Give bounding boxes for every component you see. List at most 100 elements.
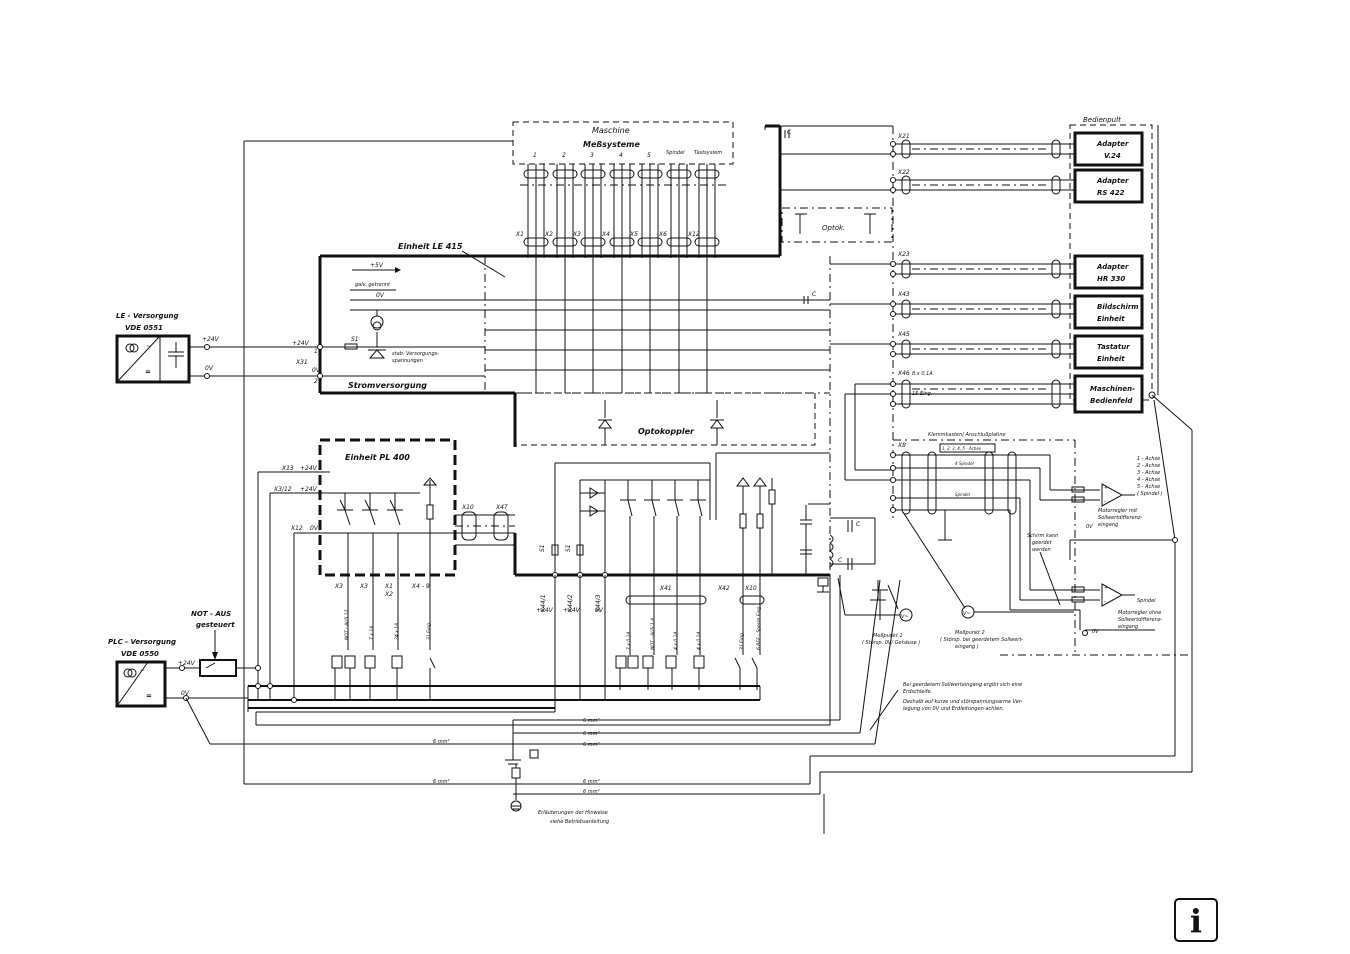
svg-text:X10: X10 (744, 585, 757, 592)
svg-text:V.24: V.24 (1104, 152, 1121, 160)
svg-text:-: - (1104, 499, 1106, 505)
svg-text:0V: 0V (376, 292, 385, 299)
svg-text:31 Eing.: 31 Eing. (739, 632, 745, 650)
svg-text:Adapter: Adapter (1096, 140, 1129, 148)
svg-text:X44/1: X44/1 (540, 594, 547, 613)
svg-text:X47: X47 (495, 504, 508, 511)
svg-text:Meßpunkt 1: Meßpunkt 1 (873, 633, 903, 639)
svg-text:V~: V~ (901, 614, 909, 620)
svg-text:geerdet: geerdet (1032, 540, 1053, 546)
svg-text:X46: X46 (897, 370, 910, 377)
svg-text:X23: X23 (897, 251, 910, 258)
svg-text:Sollwertdifferenz-: Sollwertdifferenz- (1118, 617, 1162, 623)
svg-text:6 mm²: 6 mm² (583, 718, 600, 724)
le415-unit: Einheit LE 415 +5V galv. getrennt 0V S1 … (248, 124, 831, 575)
svg-text:+5V: +5V (370, 262, 384, 269)
svg-text:S1: S1 (539, 544, 546, 552)
x44-output-section: S1 S1 C C X44/1 X44/2 X44/3 (513, 452, 876, 690)
svg-text:8 x 0,1A: 8 x 0,1A (912, 371, 933, 377)
svg-text:6 mm²: 6 mm² (583, 742, 600, 748)
svg-text:gesteuert: gesteuert (196, 621, 235, 629)
encoder-cables: X1 X2 X3 X4 X5 X6 X12 (515, 164, 726, 296)
svg-text:Einheit: Einheit (1097, 315, 1125, 323)
svg-text:6 mm²: 6 mm² (583, 789, 600, 795)
plc-supply-title: PLC - Versorgung (108, 638, 176, 646)
svg-text:2: 2 (562, 152, 566, 159)
svg-text:RS 422: RS 422 (1097, 189, 1125, 197)
svg-text:6 mm²: 6 mm² (433, 739, 450, 745)
svg-text:Bildschirm: Bildschirm (1097, 303, 1139, 311)
svg-text:X1: X1 (515, 231, 524, 238)
svg-text:0V: 0V (595, 607, 604, 614)
svg-text:5: 5 (647, 152, 651, 159)
svg-text:NOT - AUS 12: NOT - AUS 12 (344, 609, 350, 640)
svg-text:1: 1 (533, 152, 537, 159)
svg-text:+: + (1104, 485, 1108, 491)
svg-text:( Spindel ): ( Spindel ) (1137, 491, 1163, 497)
svg-text:eingang ): eingang ) (955, 644, 979, 650)
svg-text:VDE 0551: VDE 0551 (125, 324, 163, 332)
svg-text:+24V: +24V (300, 465, 318, 472)
svg-text:3: 3 (590, 152, 594, 159)
svg-text:X21: X21 (897, 133, 910, 140)
svg-text:+24V: +24V (202, 336, 220, 343)
svg-text:C: C (838, 557, 843, 564)
grounding-note: Bei geerdetem Sollwerteingang ergibt sic… (869, 682, 1023, 731)
svg-text:S1: S1 (565, 544, 572, 552)
svg-text:werden: werden (1032, 547, 1051, 553)
svg-text:7 x 0,1A: 7 x 0,1A (626, 631, 632, 650)
svg-text:Sollwertdifferenz-: Sollwertdifferenz- (1098, 515, 1142, 521)
svg-text:siehe Betriebsanleitung: siehe Betriebsanleitung (550, 819, 609, 825)
svg-text:Meßpunkt 2: Meßpunkt 2 (955, 630, 985, 636)
svg-text:HR 330: HR 330 (1097, 275, 1125, 283)
svg-text:Optok.: Optok. (822, 224, 845, 232)
svg-text:X2: X2 (544, 231, 553, 238)
svg-text:X12: X12 (290, 525, 303, 532)
plc-supply: NOT - AUS gesteuert PLC - Versorgung VDE… (108, 575, 831, 745)
optocoupler: Optokoppler (514, 392, 816, 446)
le-supply-title: LE - Versorgung (116, 312, 179, 320)
svg-text:NOT - AUS: NOT - AUS (191, 610, 231, 618)
svg-text:Spindel: Spindel (666, 150, 685, 156)
svg-text:X45: X45 (897, 331, 910, 338)
svg-text:Spindel: Spindel (1137, 598, 1156, 604)
svg-text:~: ~ (146, 343, 151, 350)
svg-text:=: = (145, 368, 151, 376)
svg-text:X6: X6 (658, 231, 667, 238)
svg-text:2: 2 (314, 378, 318, 385)
pl400-unit: Einheit PL 400 X13 +24V X3/12 +24V X12 0… (257, 438, 515, 700)
svg-text:eingang: eingang (1118, 624, 1138, 630)
svg-text:X44/3: X44/3 (595, 594, 602, 613)
ground-wiring: 6 mm² 6 mm² 6 mm² 6 mm² 6 mm² 6 mm² 6 mm… (244, 575, 1192, 834)
svg-text:+24V: +24V (178, 660, 196, 667)
svg-text:V~: V~ (963, 611, 971, 617)
svg-text:X42: X42 (717, 585, 730, 592)
svg-text:Einheit: Einheit (1097, 355, 1125, 363)
svg-text:Spindel: Spindel (955, 492, 971, 497)
svg-text:X31: X31 (295, 359, 308, 366)
svg-text:Adapter: Adapter (1096, 177, 1129, 185)
machine-subtitle: Meßsysteme (583, 140, 640, 149)
svg-text:0V: 0V (1092, 629, 1099, 635)
le-supply: LE - Versorgung VDE 0551 ~ = +24V 0V (115, 312, 248, 384)
svg-text:Tastsystem: Tastsystem (694, 150, 722, 156)
svg-text:Klemmkasten/ Anschlußplatine: Klemmkasten/ Anschlußplatine (928, 432, 1006, 438)
svg-text:S1: S1 (351, 336, 359, 343)
power-supply-label: Stromversorgung (348, 381, 427, 390)
left-frame (241, 140, 513, 784)
right-connectors: C X21 X22 X23 X43 X45 X46 8 x 0,1A 15 Ei… (780, 125, 1075, 520)
terminal-section: Klemmkasten/ Anschlußplatine 1, 2, 3, 4,… (845, 432, 1190, 656)
svg-text:+24V: +24V (292, 340, 310, 347)
pl400-title: Einheit PL 400 (345, 453, 410, 462)
svg-text:Bedienfeld: Bedienfeld (1090, 397, 1133, 405)
svg-text:galv. getrennt: galv. getrennt (355, 282, 391, 288)
optocoupler-label: Optokoppler (638, 427, 695, 436)
svg-text:-: - (1104, 599, 1106, 605)
info-icon[interactable]: i (1174, 898, 1218, 942)
svg-text:0V: 0V (1086, 524, 1093, 530)
svg-text:X13: X13 (281, 465, 294, 472)
svg-text:X41: X41 (659, 585, 672, 592)
svg-text:C: C (856, 521, 861, 528)
svg-text:5 - Achse: 5 - Achse (1137, 484, 1160, 490)
svg-text:31 Eing.: 31 Eing. (426, 622, 432, 640)
